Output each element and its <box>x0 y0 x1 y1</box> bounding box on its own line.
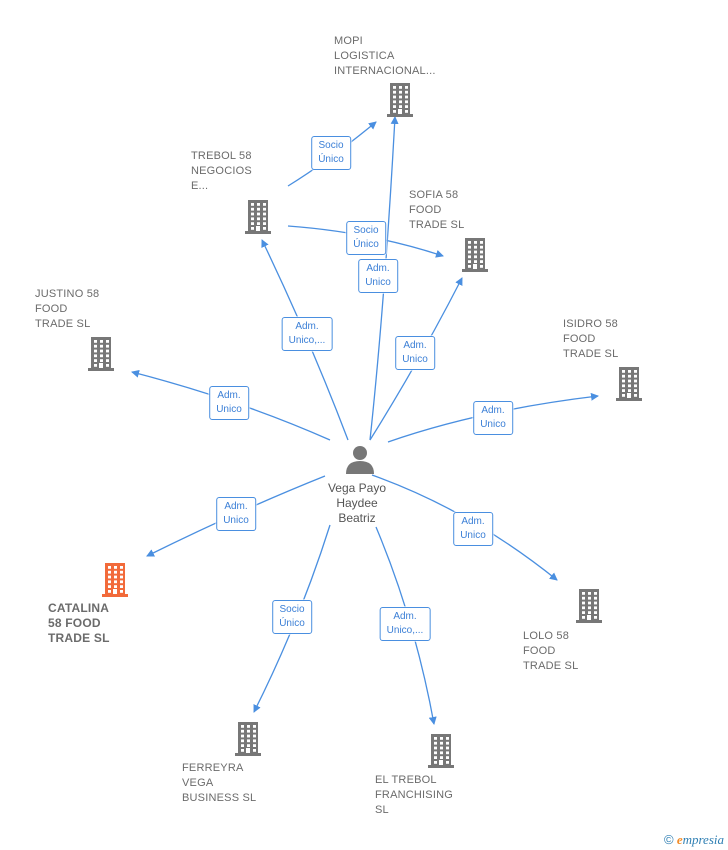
company-label-justino[interactable]: JUSTINO 58 FOOD TRADE SL <box>35 288 100 330</box>
company-label-sofia[interactable]: SOFIA 58 FOOD TRADE SL <box>409 189 465 231</box>
building-icon[interactable] <box>616 367 642 401</box>
person-label[interactable]: Vega Payo Haydee Beatriz <box>327 481 387 525</box>
edge-label-center-trebol58[interactable]: Adm. Unico,... <box>281 317 333 351</box>
brand-name: mpresia <box>682 832 724 847</box>
brand-footer: © empresia <box>664 832 724 848</box>
building-icon[interactable] <box>576 589 602 623</box>
edge-label-trebol58-sofia[interactable]: Socio Único <box>346 221 386 255</box>
edge-label-center-isidro[interactable]: Adm. Unico <box>473 401 513 435</box>
company-label-ferreyra[interactable]: FERREYRA VEGA BUSINESS SL <box>182 762 257 804</box>
company-label-trebol58[interactable]: TREBOL 58 NEGOCIOS E... <box>191 150 252 192</box>
edge-label-center-lolo[interactable]: Adm. Unico <box>453 512 493 546</box>
copyright-symbol: © <box>663 832 674 847</box>
building-icon[interactable] <box>245 200 271 234</box>
person-icon[interactable] <box>346 446 374 474</box>
building-icon[interactable] <box>462 238 488 272</box>
building-icon[interactable] <box>235 722 261 756</box>
edge-label-center-sofia[interactable]: Adm. Unico <box>395 336 435 370</box>
edge-label-center-justino[interactable]: Adm. Unico <box>209 386 249 420</box>
edge-label-center-catalina[interactable]: Adm. Unico <box>216 497 256 531</box>
company-label-eltrebol[interactable]: EL TREBOL FRANCHISING SL <box>375 774 453 816</box>
company-label-mopi[interactable]: MOPI LOGISTICA INTERNACIONAL... <box>334 35 436 77</box>
company-label-catalina[interactable]: CATALINA 58 FOOD TRADE SL <box>48 601 110 645</box>
icons-layer <box>88 83 642 768</box>
edge-label-center-ferreyra[interactable]: Socio Único <box>272 600 312 634</box>
edge-label-center-mopi[interactable]: Adm. Unico <box>358 259 398 293</box>
building-icon[interactable] <box>428 734 454 768</box>
company-label-isidro[interactable]: ISIDRO 58 FOOD TRADE SL <box>563 318 619 360</box>
brand-initial: e <box>676 832 683 847</box>
edge-label-trebol58-mopi[interactable]: Socio Único <box>311 136 351 170</box>
building-icon[interactable] <box>88 337 114 371</box>
edge-label-center-eltrebol[interactable]: Adm. Unico,... <box>379 607 431 641</box>
building-icon[interactable] <box>387 83 413 117</box>
company-label-lolo[interactable]: LOLO 58 FOOD TRADE SL <box>523 630 579 672</box>
building-icon[interactable] <box>102 563 128 597</box>
